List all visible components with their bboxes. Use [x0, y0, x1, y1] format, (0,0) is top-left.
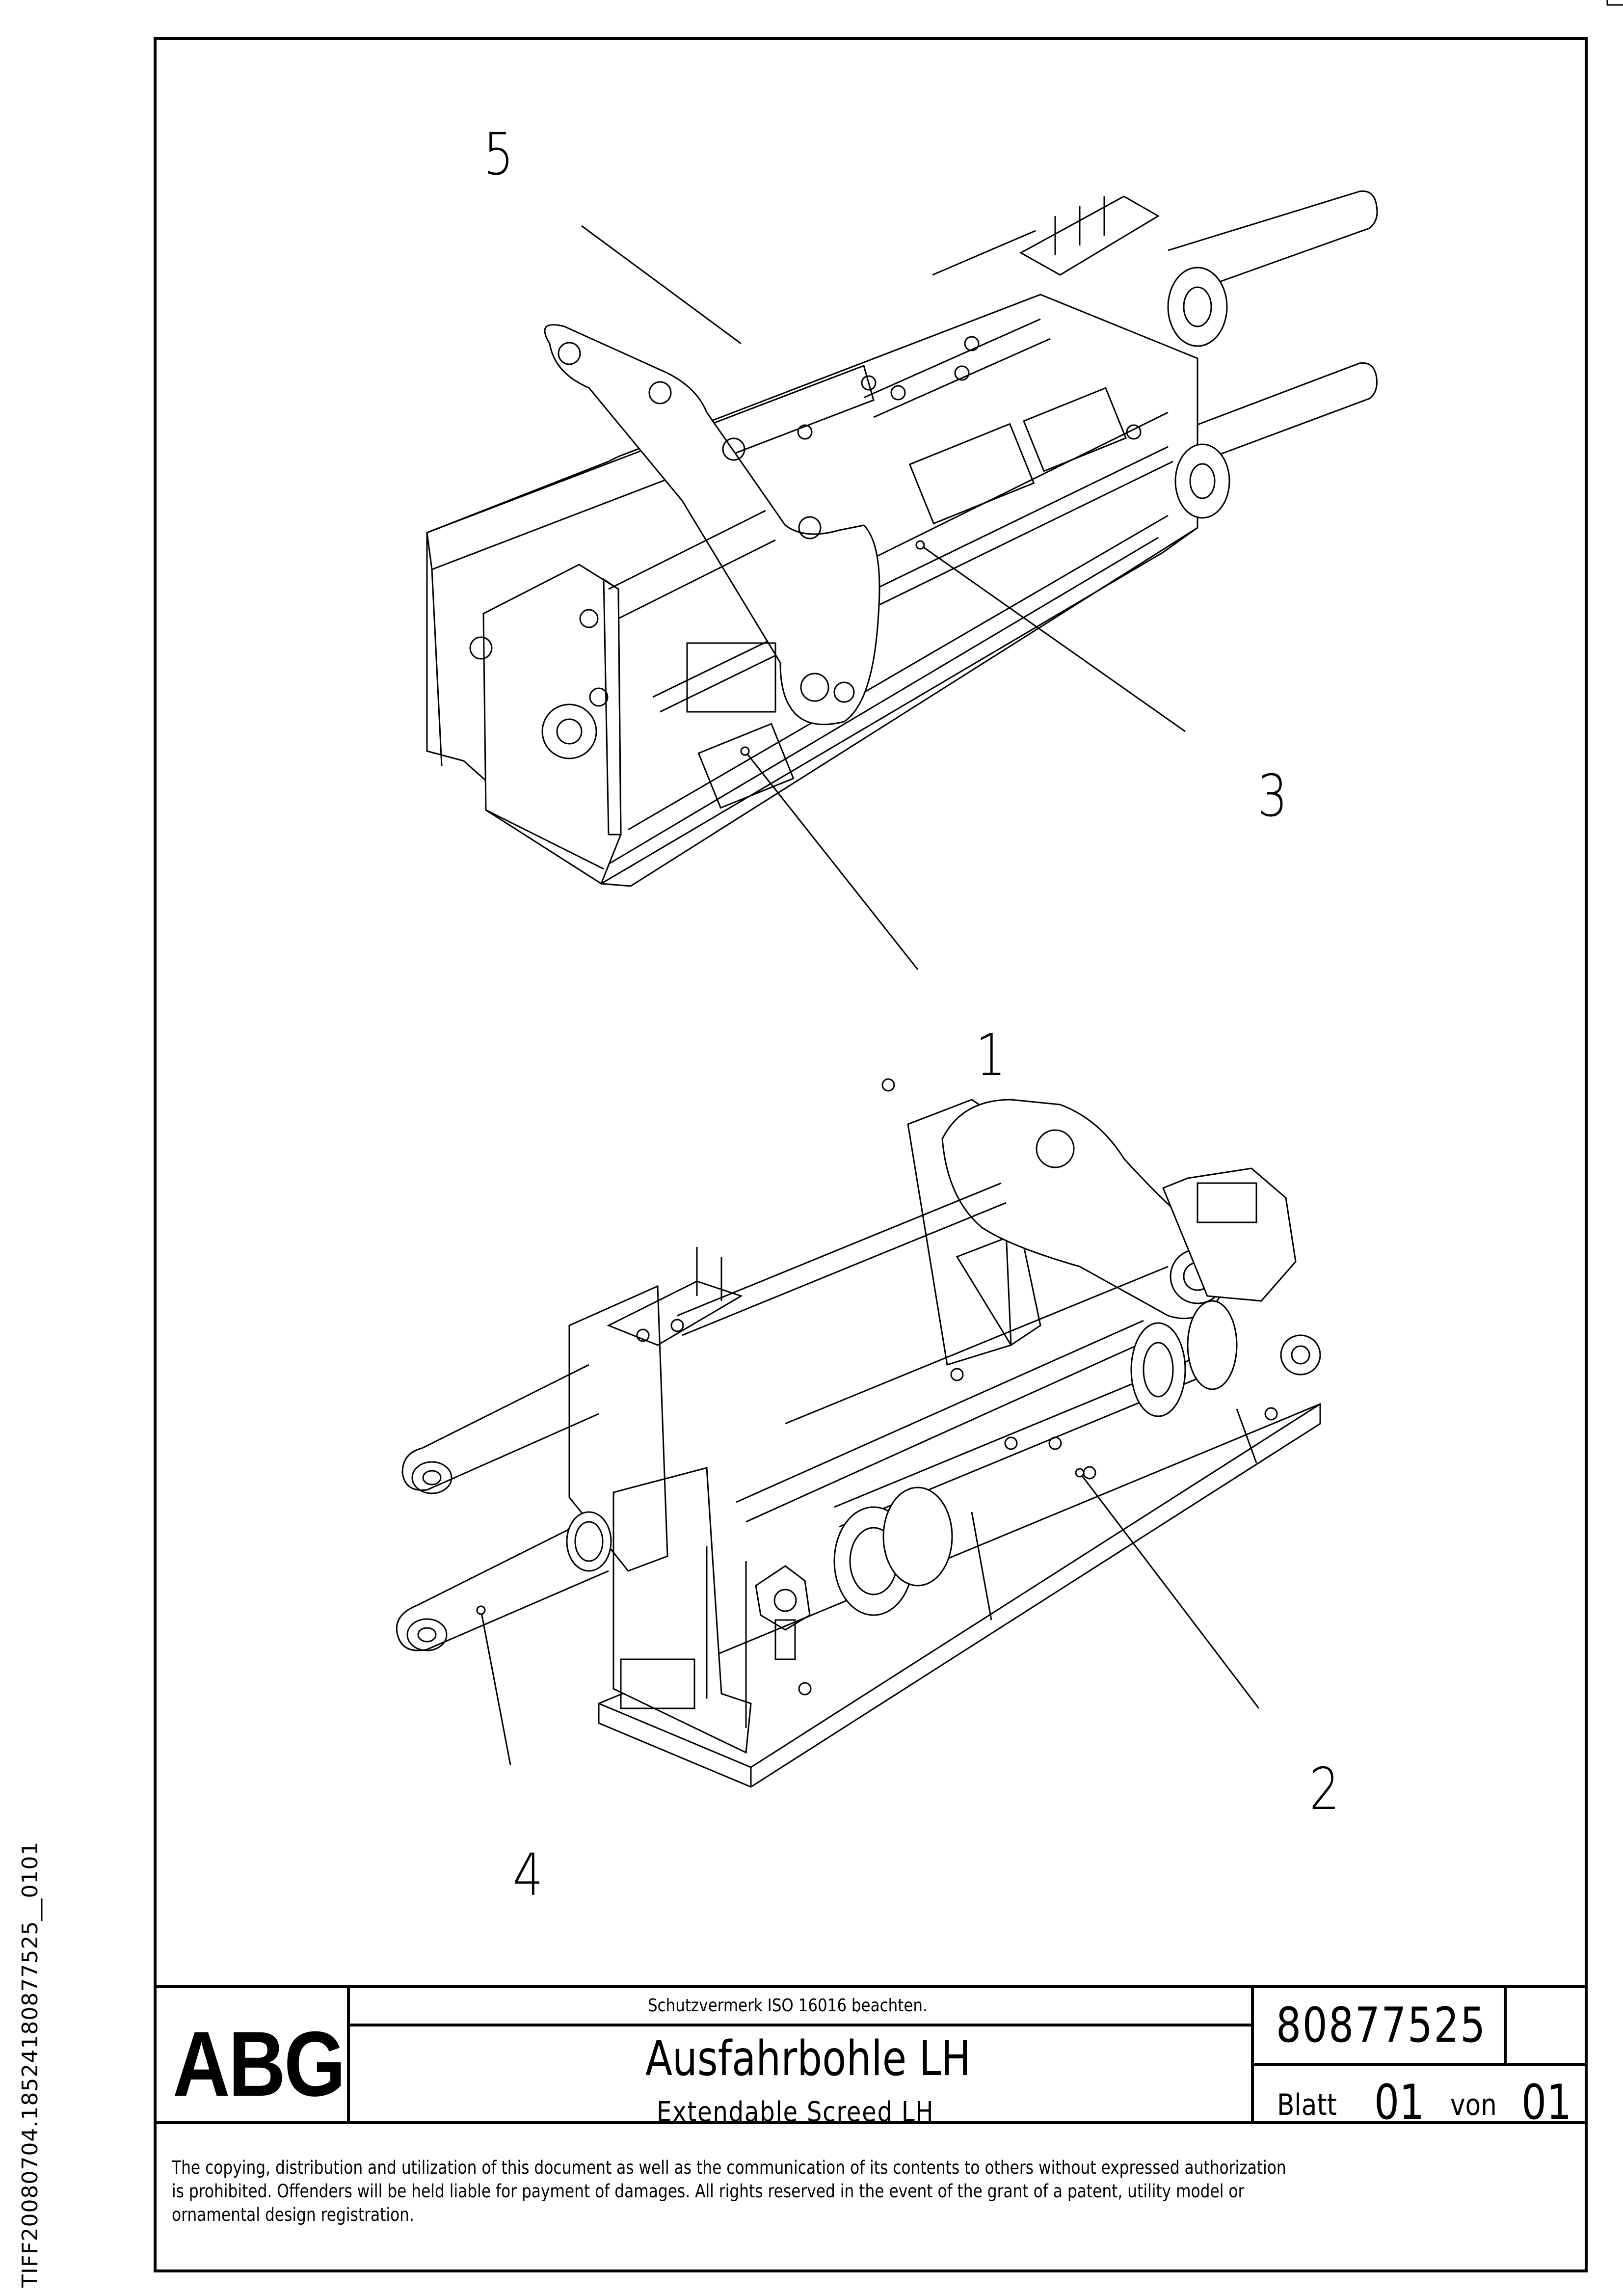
sheet-total: 01 [1521, 2075, 1572, 2131]
callout-3: 3 [1257, 762, 1288, 830]
leader-lines [481, 226, 1259, 1765]
drawing-frame [155, 38, 1586, 2271]
callout-2: 2 [1309, 1755, 1340, 1823]
callout-1: 1 [976, 1021, 1006, 1089]
title-block-lines [155, 1987, 1586, 2123]
legal-notice-line-2: is prohibited. Offenders will be held li… [172, 2181, 1245, 2202]
drawing-title-german: Ausfahrbohle LH [645, 2031, 971, 2087]
company-logo: ABG [173, 2012, 346, 2115]
protection-note: Schutzvermerk ISO 16016 beachten. [648, 1996, 928, 2016]
legal-notice-line-3: ornamental design registration. [172, 2204, 414, 2225]
side-document-id: TIFF20080704.18524180877525__0101 [18, 1841, 43, 2288]
part-number: 80877525 [1276, 1998, 1487, 2053]
lower-screed-assembly [397, 1079, 1320, 1787]
upper-screed-assembly [427, 191, 1377, 886]
of-label: von [1450, 2088, 1497, 2122]
callout-4: 4 [513, 1841, 543, 1909]
sheet-label: Blatt [1277, 2088, 1337, 2122]
callout-5: 5 [483, 120, 514, 188]
sheet-number: 01 [1374, 2075, 1425, 2131]
leader-dots [477, 541, 1084, 1614]
legal-notice-line-1: The copying, distribution and utilizatio… [172, 2157, 1286, 2178]
drawing-title-english: Extendable Screed LH [657, 2096, 934, 2128]
corner-mark [1607, 0, 1623, 5]
